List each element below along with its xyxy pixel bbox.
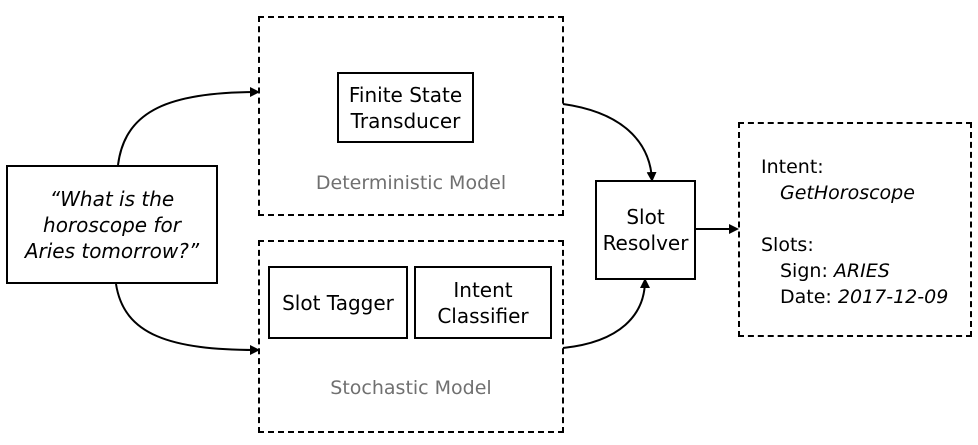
slot-tagger-label: Slot Tagger	[282, 290, 394, 315]
slot-resolver-label: Slot Resolver	[602, 205, 689, 255]
output-date-row: Date: 2017-12-09	[780, 284, 948, 310]
intent-classifier-box: Intent Classifier	[414, 266, 552, 339]
arrow-input-to-stochastic	[115, 283, 260, 355]
input-query-box: “What is the horoscope for Aries tomorro…	[6, 165, 218, 284]
slot-resolver-box: Slot Resolver	[595, 180, 696, 280]
arrow-input-to-deterministic	[117, 87, 260, 166]
stochastic-model-container	[258, 240, 564, 433]
output-sign-value: ARIES	[833, 260, 890, 282]
output-sign-row: Sign: ARIES	[780, 258, 890, 284]
finite-state-transducer-box: Finite State Transducer	[337, 72, 474, 143]
output-slots-label: Slots:	[761, 234, 814, 256]
deterministic-model-caption: Deterministic Model	[315, 172, 507, 194]
stochastic-model-caption: Stochastic Model	[330, 377, 492, 399]
output-date-value: 2017-12-09	[837, 286, 949, 308]
deterministic-model-container	[258, 16, 564, 216]
output-sign-label: Sign:	[780, 260, 828, 282]
intent-classifier-label: Intent Classifier	[437, 277, 529, 328]
finite-state-transducer-label: Finite State Transducer	[348, 82, 463, 133]
arrow-stochastic-to-resolver	[562, 278, 650, 349]
output-intent-value: GetHoroscope	[780, 182, 915, 204]
output-container	[738, 122, 972, 337]
output-intent-label: Intent:	[761, 156, 824, 178]
input-query-text: “What is the horoscope for Aries tomorro…	[24, 186, 200, 263]
slot-tagger-box: Slot Tagger	[268, 266, 408, 339]
arrow-deterministic-to-resolver	[562, 103, 657, 182]
output-date-label: Date:	[780, 286, 832, 308]
